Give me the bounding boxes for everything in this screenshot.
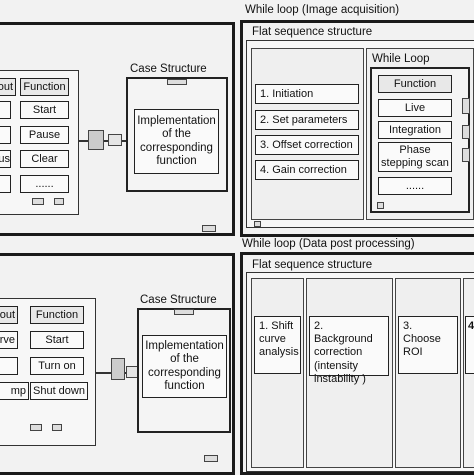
bottom-left-header-cut: out [0,306,18,324]
bottom-left-shut-down-item: Shut down [30,382,88,400]
top-left-dots-item: ...... [20,175,69,193]
top-case-structure-title: Case Structure [130,63,207,75]
bottom-left-panel-terminal [30,424,42,431]
top-step-3: 3. Offset correction [255,135,359,155]
top-case-selector [167,79,187,85]
top-while-loop-title: While loop (Image acquisition) [245,4,400,16]
top-left-loop-iteration [202,225,216,232]
bottom-flat-sequence-title: Flat sequence structure [252,259,373,271]
bottom-left-loop-iteration [204,455,218,462]
bottom-step-4-cut: 4 [465,316,474,374]
top-inner-while-title: While Loop [372,53,430,65]
top-step-2: 2. Set parameters [255,110,359,130]
top-left-panel-terminal-2 [54,198,64,205]
top-inner-side-node-1 [462,98,470,114]
bottom-left-cut-row-3: mp [0,382,29,400]
top-left-start-item: Start [20,101,69,119]
top-inner-dots-item: ...... [378,177,452,195]
top-left-cut-row-4 [0,175,11,193]
top-flat-sequence-title: Flat sequence structure [252,26,373,38]
top-bundle-node [88,130,104,150]
top-left-cut-row-2 [0,126,11,144]
top-left-panel-terminal [32,198,44,205]
top-compare-node [108,134,122,146]
top-inner-live-item: Live [378,99,452,117]
bottom-left-start-item: Start [30,331,84,349]
top-left-clear-item: Clear [20,150,69,168]
top-left-cut-row-1 [0,101,11,119]
top-flat-loop-terminal [254,221,261,227]
bottom-bundle-node [111,358,125,380]
top-inner-integration-item: Integration [378,121,452,139]
top-left-cut-row-3: us [0,150,11,168]
top-left-function-header: Function [20,78,69,96]
bottom-step-1: 1. Shift curve analysis [254,316,301,374]
bottom-left-panel-terminal-2 [52,424,62,431]
bottom-case-structure-title: Case Structure [140,294,217,306]
top-inner-loop-terminal [377,202,384,209]
bottom-step-2: 2. Background correction (intensity inst… [309,316,389,385]
top-left-pause-item: Pause [20,126,69,144]
bottom-case-selector [174,309,194,315]
bottom-left-cut-row-2 [0,357,18,375]
bottom-left-function-header: Function [30,306,84,324]
top-step-1: 1. Initiation [255,84,359,104]
top-inner-phase-stepping-item: Phase stepping scan [378,142,452,172]
top-inner-function-header: Function [378,75,452,93]
bottom-while-loop-title: While loop (Data post processing) [242,238,415,250]
top-left-header-cut: out [0,78,16,96]
top-inner-side-node-3 [462,148,470,162]
top-step-4: 4. Gain correction [255,160,359,180]
bottom-step-3: 3. Choose ROI [398,316,458,374]
bottom-left-turn-on-item: Turn on [30,357,84,375]
top-case-implementation: Implementation of the corresponding func… [134,109,219,174]
top-flat-frame-1 [251,48,364,220]
top-inner-side-node-2 [462,125,470,139]
bottom-case-implementation: Implementation of the corresponding func… [142,335,227,398]
bottom-left-cut-row-1: rve [0,331,18,349]
